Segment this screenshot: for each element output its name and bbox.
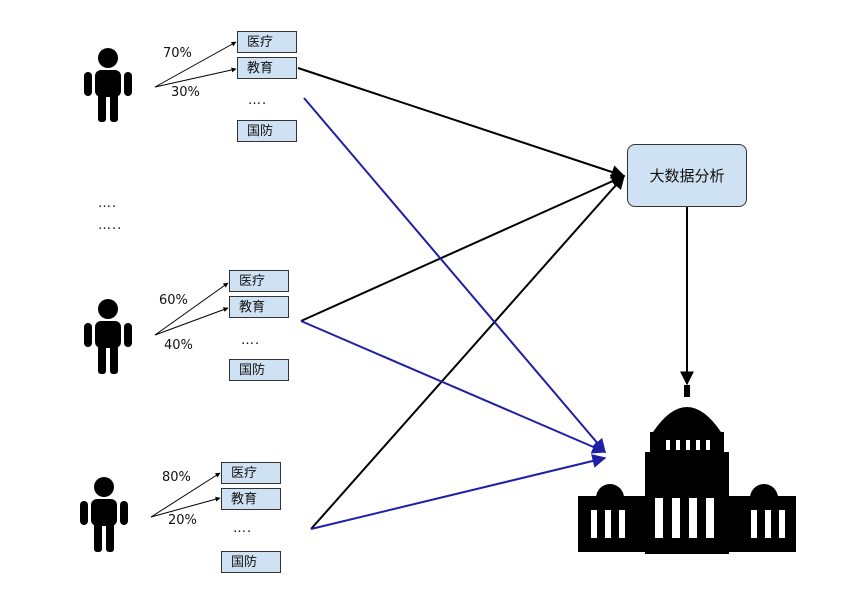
person-icon xyxy=(84,48,132,122)
category-box-medical: 医疗 xyxy=(221,462,281,484)
percent-label: 40% xyxy=(164,338,193,353)
big-data-analysis-box: 大数据分析 xyxy=(627,144,747,207)
direct-flow-arrows xyxy=(300,97,607,530)
category-box-defense: 国防 xyxy=(229,359,289,381)
person-icon xyxy=(84,299,132,374)
category-box-education: 教育 xyxy=(229,296,289,318)
category-box-medical: 医疗 xyxy=(237,31,297,53)
ellipsis: …. xyxy=(248,93,268,108)
government-building-icon xyxy=(578,385,796,554)
percent-label: 80% xyxy=(162,470,191,485)
person-icon xyxy=(80,477,128,552)
category-box-medical: 医疗 xyxy=(229,270,289,292)
percent-label: 20% xyxy=(168,513,197,528)
category-box-defense: 国防 xyxy=(237,120,297,142)
data-flow-arrows xyxy=(297,67,694,530)
ellipsis: …. xyxy=(233,521,253,536)
category-box-education: 教育 xyxy=(237,57,297,79)
category-box-education: 教育 xyxy=(221,488,281,510)
percent-label: 30% xyxy=(171,85,200,100)
split-arrows xyxy=(150,41,237,518)
ellipsis: …. xyxy=(98,196,118,211)
ellipsis: …. xyxy=(241,333,261,348)
analysis-label: 大数据分析 xyxy=(649,167,725,185)
ellipsis: ….. xyxy=(98,218,123,233)
percent-label: 70% xyxy=(163,46,192,61)
percent-label: 60% xyxy=(159,293,188,308)
category-box-defense: 国防 xyxy=(221,551,281,573)
